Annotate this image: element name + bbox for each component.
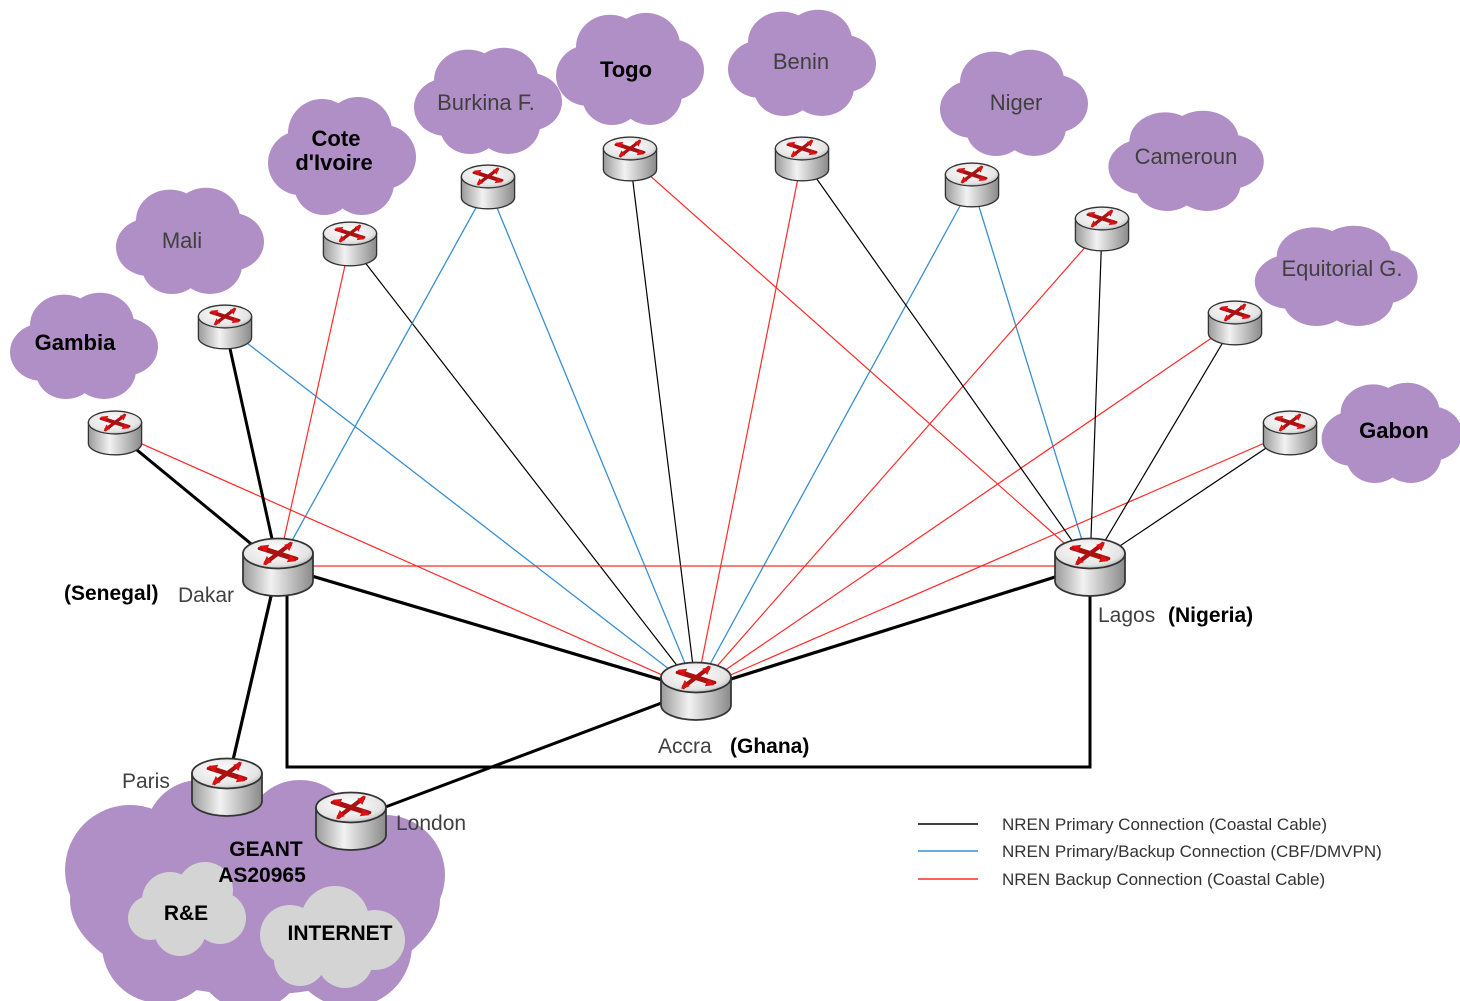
label-niger: Niger (990, 90, 1043, 115)
router-cote-ivoire-icon (322, 220, 378, 268)
router-togo-icon (602, 135, 658, 183)
label-cameroon: Cameroun (1135, 144, 1238, 169)
label-dakar: Dakar (178, 584, 234, 607)
router-paris-icon (190, 756, 264, 818)
label-geant: GEANT (229, 838, 303, 861)
cloud-geant (65, 780, 445, 1001)
router-mali-icon (197, 303, 253, 351)
label-asn: AS20965 (218, 864, 306, 887)
router-gambia-icon (87, 409, 143, 457)
cloud-re (128, 862, 246, 956)
label-ghana: (Ghana) (730, 735, 809, 758)
router-london-icon (314, 790, 388, 852)
label-london: London (396, 812, 466, 835)
link-niger-lagos (971, 183, 1091, 567)
link-gabon-lagos (1089, 431, 1291, 567)
link-togo-accra (629, 157, 697, 691)
link-cote-dakar (277, 242, 351, 567)
router-burkina-icon (460, 163, 516, 211)
label-mali: Mali (162, 228, 202, 253)
label-lagos: Lagos (1098, 604, 1155, 627)
label-equatorial: Equitorial G. (1281, 256, 1402, 281)
link-equat-accra (695, 321, 1236, 691)
link-accra-london (350, 688, 697, 822)
hub-labels: (Senegal) Dakar Lagos (Nigeria) Accra (G… (64, 582, 1253, 835)
label-cote-ivoire-line2: d'Ivoire (295, 150, 372, 175)
link-cote-accra (349, 242, 697, 691)
link-dakar-paris (225, 565, 280, 787)
legend-label-cbf: NREN Primary/Backup Connection (CBF/DMVP… (1002, 842, 1382, 861)
link-niger-accra (695, 183, 973, 691)
link-lagos-accra (695, 564, 1091, 692)
label-cote-ivoire-line1: Cote (312, 126, 361, 151)
router-niger-icon (944, 161, 1000, 209)
legend-label-primary: NREN Primary Connection (Coastal Cable) (1002, 815, 1327, 834)
label-senegal: (Senegal) (64, 582, 159, 605)
label-togo: Togo (600, 57, 652, 82)
link-equat-lagos (1089, 321, 1236, 567)
label-internet: INTERNET (288, 922, 393, 945)
legend: NREN Primary Connection (Coastal Cable) … (918, 815, 1382, 889)
link-togo-lagos (629, 157, 1091, 567)
link-gabon-accra (695, 431, 1291, 691)
link-dakar-lagos-ring (285, 590, 1092, 769)
label-paris: Paris (122, 770, 170, 793)
legend-label-backup: NREN Backup Connection (Coastal Cable) (1002, 870, 1325, 889)
router-cameroon-icon (1074, 205, 1130, 253)
connection-lines (114, 157, 1291, 822)
label-burkina: Burkina F. (437, 90, 535, 115)
link-burkina-dakar (277, 185, 489, 567)
label-accra: Accra (658, 735, 712, 758)
link-dakar-accra (277, 564, 697, 692)
label-gambia: Gambia (35, 330, 116, 355)
router-dakar-icon (241, 536, 315, 598)
link-gambia-accra (114, 431, 697, 691)
label-nigeria: (Nigeria) (1168, 604, 1253, 627)
link-benin-lagos (801, 157, 1091, 567)
router-gabon-icon (1262, 409, 1318, 457)
router-lagos-icon (1053, 536, 1127, 598)
link-burkina-accra (487, 185, 697, 691)
link-mali-dakar (223, 325, 280, 567)
label-re: R&E (164, 902, 208, 925)
link-mali-accra (224, 325, 697, 691)
cloud-internet (260, 886, 405, 988)
router-benin-icon (774, 135, 830, 183)
label-benin: Benin (773, 49, 829, 74)
country-labels: Gambia Mali Cote d'Ivoire Burkina F. Tog… (35, 49, 1429, 443)
link-benin-accra (695, 157, 803, 691)
link-cameroon-lagos (1089, 227, 1103, 567)
label-gabon: Gabon (1359, 418, 1429, 443)
geant-labels: GEANT AS20965 R&E INTERNET (164, 838, 393, 945)
link-cameroon-accra (695, 227, 1103, 691)
router-equatorial-icon (1207, 299, 1263, 347)
router-accra-icon (659, 660, 733, 722)
